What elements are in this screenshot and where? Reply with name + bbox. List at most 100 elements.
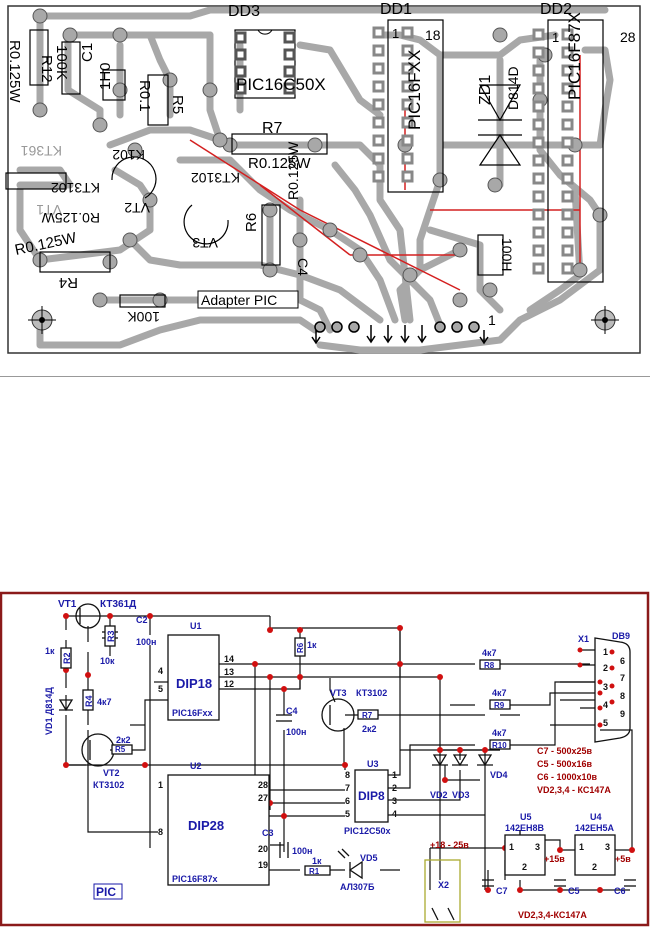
sch-db-pin4: 4 [603,700,608,710]
sch-kt3102-vt3: КТ3102 [356,688,387,698]
sch-r3-value: 10к [100,656,115,666]
sch-x2: X2 [438,880,449,890]
sch-r8: R8 [484,661,495,670]
sch-c3: C3 [262,828,274,838]
sch-u5-pin3: 3 [535,842,540,852]
label-r6: R6 [243,213,260,232]
sch-db-pin7: 7 [620,673,625,683]
label-c1: C1 [79,43,96,62]
sch-note-c7: C7 - 500x25в [537,746,593,756]
sch-u3-pin1: 1 [392,770,397,780]
label-1-connector: 1 [488,312,496,328]
sch-u1-pin12: 12 [224,679,234,689]
sch-u3-pin6: 6 [345,796,350,806]
sch-note-c6: C6 - 1000x10в [537,772,598,782]
sch-u2-pin8: 8 [158,827,163,837]
label-28: 28 [620,29,636,45]
label-r5: R5 [169,95,186,114]
label-100h: 100H [499,238,515,271]
label-1h0: 1H0 [97,62,114,90]
schematic-diagram: VT1 КТ361Д C2 100н U1 1к R2 R3 10к 4 5 D… [0,591,650,927]
sch-u5-pin1: 1 [509,842,514,852]
label-r4: R4 [59,274,78,291]
sch-db-pin3: 3 [603,682,608,692]
sch-r6-value: 1к [307,640,317,650]
label-r0125w-b: R0.125W [41,210,100,226]
sch-r7: R7 [362,711,373,720]
sch-vt3: VT3 [330,688,347,698]
sch-kt361d: КТ361Д [100,599,136,610]
sch-vt1: VT1 [58,599,77,610]
sch-r1-value: 1к [312,856,322,866]
sch-u3-pin8: 8 [345,770,350,780]
label-r7: R7 [262,120,283,137]
sch-pic12c50x: PIC12C50x [344,826,391,836]
sch-c4-value: 100н [286,727,306,737]
sch-u3-pin7: 7 [345,783,350,793]
sch-r5: R5 [115,745,126,754]
label-dd1: DD1 [380,1,412,18]
sch-r10-value: 4к7 [492,728,507,738]
dd1-footprint [372,19,444,193]
sch-x1: X1 [578,634,589,644]
sch-u4-pin2: 2 [592,862,597,872]
sch-pic: PIC [96,885,116,899]
sch-vd-note-bottom: VD2,3,4-КС147А [518,910,587,920]
sch-vd1: VD1 Д814Д [44,687,54,735]
label-dd2: DD2 [540,1,572,18]
pic-label-box [93,883,123,900]
sch-dip28: DIP28 [188,818,224,833]
sch-db-pin9: 9 [620,709,625,719]
schematic-components [58,603,636,923]
sch-c2-value: 100н [136,637,156,647]
sch-r3: R3 [106,630,116,642]
sch-r1: R1 [309,867,320,876]
sch-r9: R9 [494,701,505,710]
sch-r6: R6 [296,642,305,653]
sch-u4-pin1: 1 [579,842,584,852]
label-18: 18 [425,27,441,43]
sch-vt2: VT2 [103,768,120,778]
label-c4: C4 [295,258,311,276]
label-100k: 100K [53,45,70,80]
section-divider [0,376,650,377]
label-1-dd1: 1 [392,26,399,41]
label-d814d: D814D [505,66,521,110]
mounting-holes [28,306,619,334]
label-pic16fxx: PIC16FXX [405,50,424,130]
sch-u5-pin2: 2 [522,862,527,872]
sch-r8-value: 4к7 [482,648,497,658]
sch-5v: +5в [615,854,631,864]
sch-u2-pin19: 19 [258,860,268,870]
sch-15v: +15в [544,854,565,864]
pcb-labels: DD3 DD1 DD2 R0.125W R12 100K C1 1H0 R5 R… [6,1,636,328]
sch-u4: U4 [590,812,602,822]
label-pic16c50x: PIC16C50X [236,75,326,94]
sch-vd3: VD3 [452,790,470,800]
label-adapter-pic: Adapter PIC [201,292,277,308]
sch-c6: C6 [614,886,626,896]
sch-r2: R2 [62,652,72,664]
sch-pic16f87x: PIC16F87x [172,874,218,884]
sch-kt3102-vt2: КТ3102 [93,780,124,790]
sch-u1-pin5: 5 [158,684,163,694]
schematic-wires [65,615,633,891]
sch-note-vd: VD2,3,4 - КС147А [537,785,611,795]
sch-power-in: +18 - 25в [430,840,469,850]
connector-pins [311,321,489,345]
schematic-labels: VT1 КТ361Д C2 100н U1 1к R2 R3 10к 4 5 D… [44,599,631,920]
sch-u1-pin4: 4 [158,666,163,676]
sch-r10: R10 [492,741,507,750]
sch-u2-pin1: 1 [158,780,163,790]
sch-u5-type: 142ЕН8В [505,823,545,833]
sch-vd4: VD4 [490,770,508,780]
sch-c5: C5 [568,886,580,896]
sch-u3-pin5: 5 [345,809,350,819]
sch-r7-value: 2к2 [362,724,377,734]
sch-pic16fxx: PIC16Fxx [172,708,213,718]
label-r01: R0.1 [136,80,153,112]
label-pic16f87x: PIC16F87X [565,12,584,100]
sch-u1: U1 [190,621,202,631]
sch-u3: U3 [367,759,379,769]
sch-c3-value: 100н [292,846,312,856]
